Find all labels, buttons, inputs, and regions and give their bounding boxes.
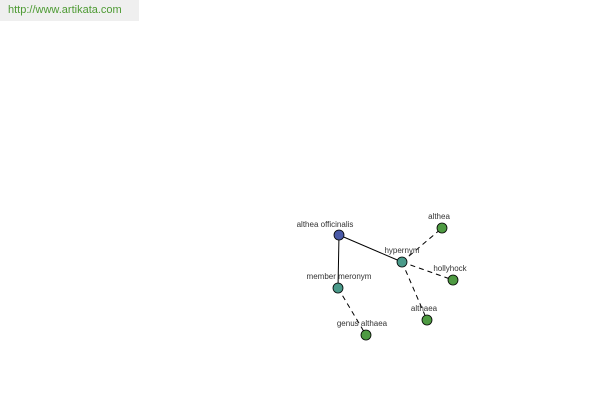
graph-node-root[interactable]: althea officinalis [297,220,354,241]
relation-node-circle[interactable] [332,282,344,294]
url-bar: http://www.artikata.com [0,0,139,21]
node-label-root: althea officinalis [297,220,354,229]
graph-node-member-meronym[interactable]: member meronym [307,272,372,294]
root-node-circle[interactable] [333,229,345,241]
edge-hypernym-to-althaea [401,261,428,321]
edges-layer [337,227,454,336]
site-url-link[interactable]: http://www.artikata.com [8,4,122,16]
graph-node-althaea[interactable]: althaea [411,304,438,326]
graph-node-hollyhock[interactable]: hollyhock [433,264,468,286]
edge-hypernym-to-hollyhock [401,261,454,281]
node-label-althea: althea [428,212,450,221]
leaf-node-circle[interactable] [421,314,433,326]
edge-root-to-hypernym [338,234,403,263]
node-label-member-meronym: member meronym [307,272,372,281]
leaf-node-circle[interactable] [447,274,459,286]
edge-hypernym-to-althea [401,227,443,263]
graph-node-althea[interactable]: althea [428,212,450,234]
leaf-node-circle[interactable] [436,222,448,234]
node-label-genus-althaea: genus althaea [337,319,388,328]
leaf-node-circle[interactable] [360,329,372,341]
node-label-hypernym: hypernym [384,246,419,255]
node-label-hollyhock: hollyhock [433,264,467,273]
edge-root-to-member-meronym [337,234,340,289]
graph-node-hypernym[interactable]: hypernym [384,246,420,268]
node-label-althaea: althaea [411,304,438,313]
graph-node-genus-althaea[interactable]: genus althaea [337,319,388,341]
edge-member-meronym-to-genus-althaea [337,287,367,336]
nodes-layer: althea officinalis hypernym member meronym… [297,212,468,341]
relation-node-circle[interactable] [396,256,408,268]
